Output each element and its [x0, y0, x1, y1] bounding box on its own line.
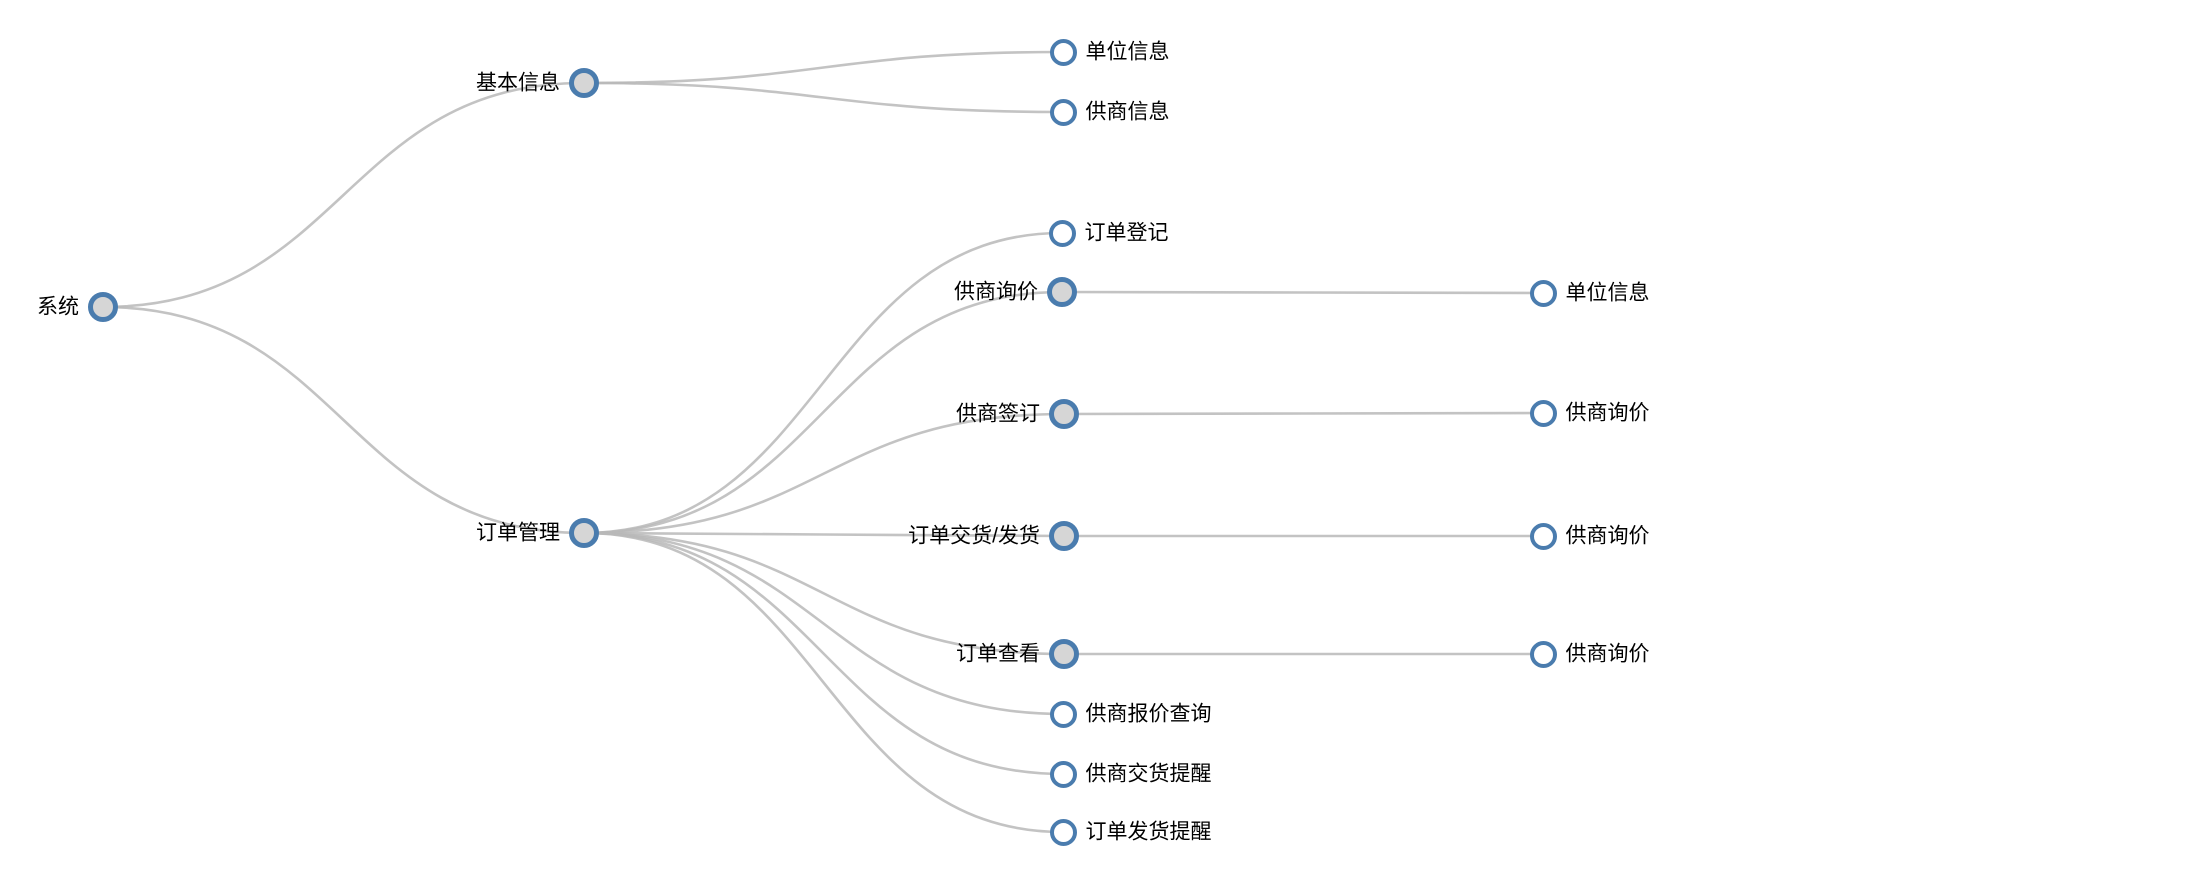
tree-node-label-supplier-sign: 供商签订: [956, 402, 1040, 426]
tree-edge-order-mgmt-to-supplier-delivery-reminder: [583, 531, 1064, 776]
tree-node-circle-supplier-inquiry-3[interactable]: [1529, 522, 1557, 550]
tree-node-label-root: 系统: [37, 295, 79, 319]
tree-edge-order-mgmt-to-order-ship-reminder: [583, 531, 1064, 834]
tree-node-label-basic-info: 基本信息: [476, 71, 560, 95]
tree-edge-order-mgmt-to-order-view: [583, 531, 1065, 656]
tree-node-label-order-register: 订单登记: [1084, 221, 1169, 245]
tree-edge-basic-info-to-unit-info: [583, 50, 1064, 85]
tree-node-label-order-mgmt: 订单管理: [476, 521, 560, 545]
tree-node-label-supplier-inquiry: 供商询价: [954, 280, 1038, 304]
tree-node-label-unit-info: 单位信息: [1085, 40, 1170, 64]
tree-edge-supplier-inquiry-to-unit-info-2: [1061, 290, 1544, 295]
tree-edge-basic-info-to-supplier-info: [583, 81, 1064, 114]
tree-node-circle-order-view[interactable]: [1049, 639, 1079, 669]
tree-node-label-supplier-info: 供商信息: [1085, 100, 1170, 124]
tree-edge-root-to-basic-info: [102, 81, 585, 309]
tree-node-circle-root[interactable]: [88, 292, 118, 322]
tree-edge-order-mgmt-to-supplier-inquiry: [583, 290, 1063, 535]
tree-node-circle-supplier-inquiry-4[interactable]: [1529, 640, 1557, 668]
tree-edge-order-mgmt-to-order-register: [583, 231, 1063, 535]
tree-node-circle-unit-info[interactable]: [1049, 38, 1077, 66]
tree-node-label-supplier-inquiry-3: 供商询价: [1565, 524, 1650, 548]
tree-node-circle-order-register[interactable]: [1048, 219, 1076, 247]
tree-node-circle-supplier-delivery-reminder[interactable]: [1049, 760, 1077, 788]
tree-node-label-order-ship-reminder: 订单发货提醒: [1085, 820, 1212, 844]
tree-node-circle-order-delivery-ship[interactable]: [1049, 521, 1079, 551]
tree-node-circle-supplier-inquiry-2[interactable]: [1529, 399, 1557, 427]
tree-edge-root-to-order-mgmt: [102, 305, 585, 535]
tree-edge-order-mgmt-to-supplier-sign: [583, 412, 1065, 535]
tree-node-label-order-view: 订单查看: [956, 642, 1040, 666]
tree-node-circle-unit-info-2[interactable]: [1529, 279, 1557, 307]
tree-node-circle-supplier-info[interactable]: [1049, 98, 1077, 126]
tree-edge-order-mgmt-to-order-delivery-ship: [583, 531, 1065, 538]
tree-node-label-supplier-quote-query: 供商报价查询: [1085, 702, 1212, 726]
tree-node-circle-supplier-inquiry[interactable]: [1047, 277, 1077, 307]
tree-node-circle-basic-info[interactable]: [569, 68, 599, 98]
tree-node-circle-supplier-sign[interactable]: [1049, 399, 1079, 429]
tree-node-circle-order-ship-reminder[interactable]: [1049, 818, 1077, 846]
tree-node-circle-order-mgmt[interactable]: [569, 518, 599, 548]
tree-node-circle-supplier-quote-query[interactable]: [1049, 700, 1077, 728]
tree-node-label-supplier-delivery-reminder: 供商交货提醒: [1085, 762, 1212, 786]
tree-node-label-unit-info-2: 单位信息: [1565, 281, 1650, 305]
tree-node-label-supplier-inquiry-4: 供商询价: [1565, 642, 1650, 666]
tree-node-label-order-delivery-ship: 订单交货/发货: [908, 524, 1040, 548]
tree-edge-supplier-sign-to-supplier-inquiry-2: [1063, 411, 1544, 416]
tree-node-label-supplier-inquiry-2: 供商询价: [1565, 401, 1650, 425]
tree-edge-order-mgmt-to-supplier-quote-query: [583, 531, 1064, 716]
